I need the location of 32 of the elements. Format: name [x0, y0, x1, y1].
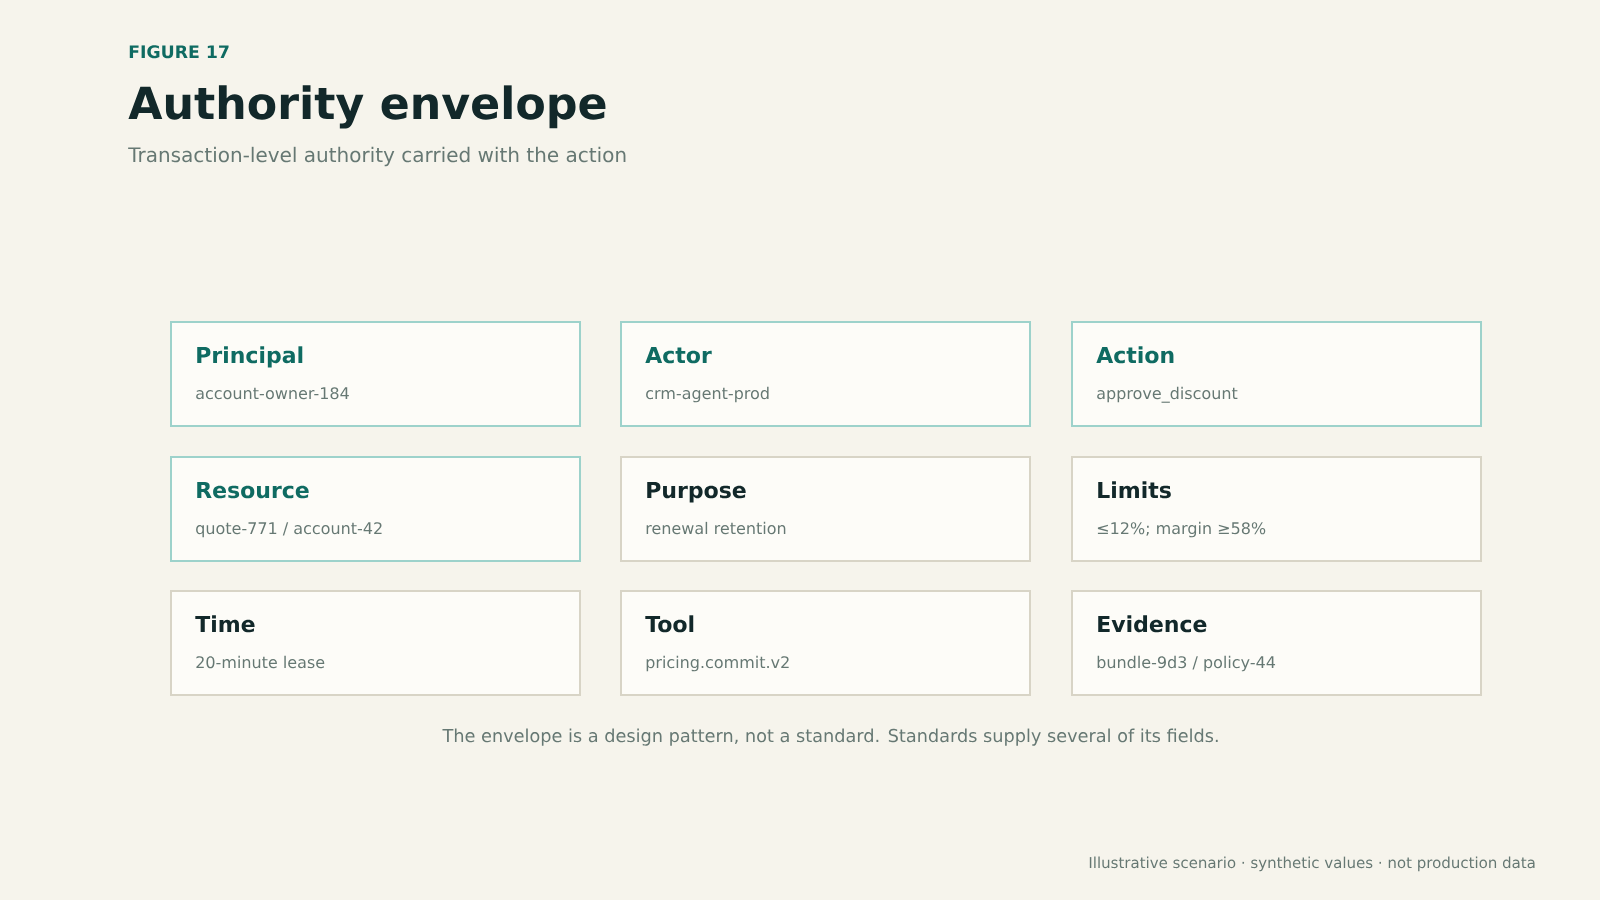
subtitle: Transaction-level authority carried with the action — [128, 146, 626, 167]
card-heading: Tool — [645, 615, 694, 633]
title: Authority envelope — [128, 85, 606, 129]
card-value: approve_discount — [1097, 386, 1238, 403]
field-card — [620, 321, 1031, 427]
card-value: quote-771 / account-42 — [196, 522, 382, 538]
card-heading: Limits — [1098, 481, 1171, 499]
field-card — [620, 590, 1031, 696]
field-card — [620, 456, 1031, 562]
field-card — [170, 590, 581, 696]
card-heading: Actor — [645, 346, 712, 364]
card-heading: Evidence — [1098, 615, 1207, 633]
card-heading: Time — [195, 615, 255, 633]
card-heading: Principal — [197, 346, 303, 368]
card-heading: Purpose — [647, 481, 746, 503]
card-value: pricing.commit.v2 — [646, 655, 789, 672]
figure-number: FIGURE 17 — [129, 45, 229, 59]
field-card — [1071, 321, 1482, 427]
field-card — [1071, 456, 1482, 562]
field-card — [170, 321, 581, 427]
card-heading: Action — [1096, 346, 1174, 364]
card-value: 20-minute lease — [196, 655, 325, 669]
card-value: renewal retention — [646, 521, 786, 535]
field-card — [1071, 590, 1482, 696]
card-value: bundle-9d3 / policy-44 — [1097, 655, 1276, 672]
caption: The envelope is a design pattern, not a standard. Standards supply several of its fields. — [442, 728, 1218, 746]
field-card — [170, 456, 581, 562]
card-value: account-owner-184 — [196, 387, 349, 400]
card-value: crm-agent-prod — [646, 386, 769, 403]
footnote: Illustrative scenario · synthetic values · not production data — [1089, 856, 1535, 872]
card-value: ≤12%; margin ≥58% — [1097, 521, 1266, 538]
card-heading: Resource — [197, 481, 309, 499]
